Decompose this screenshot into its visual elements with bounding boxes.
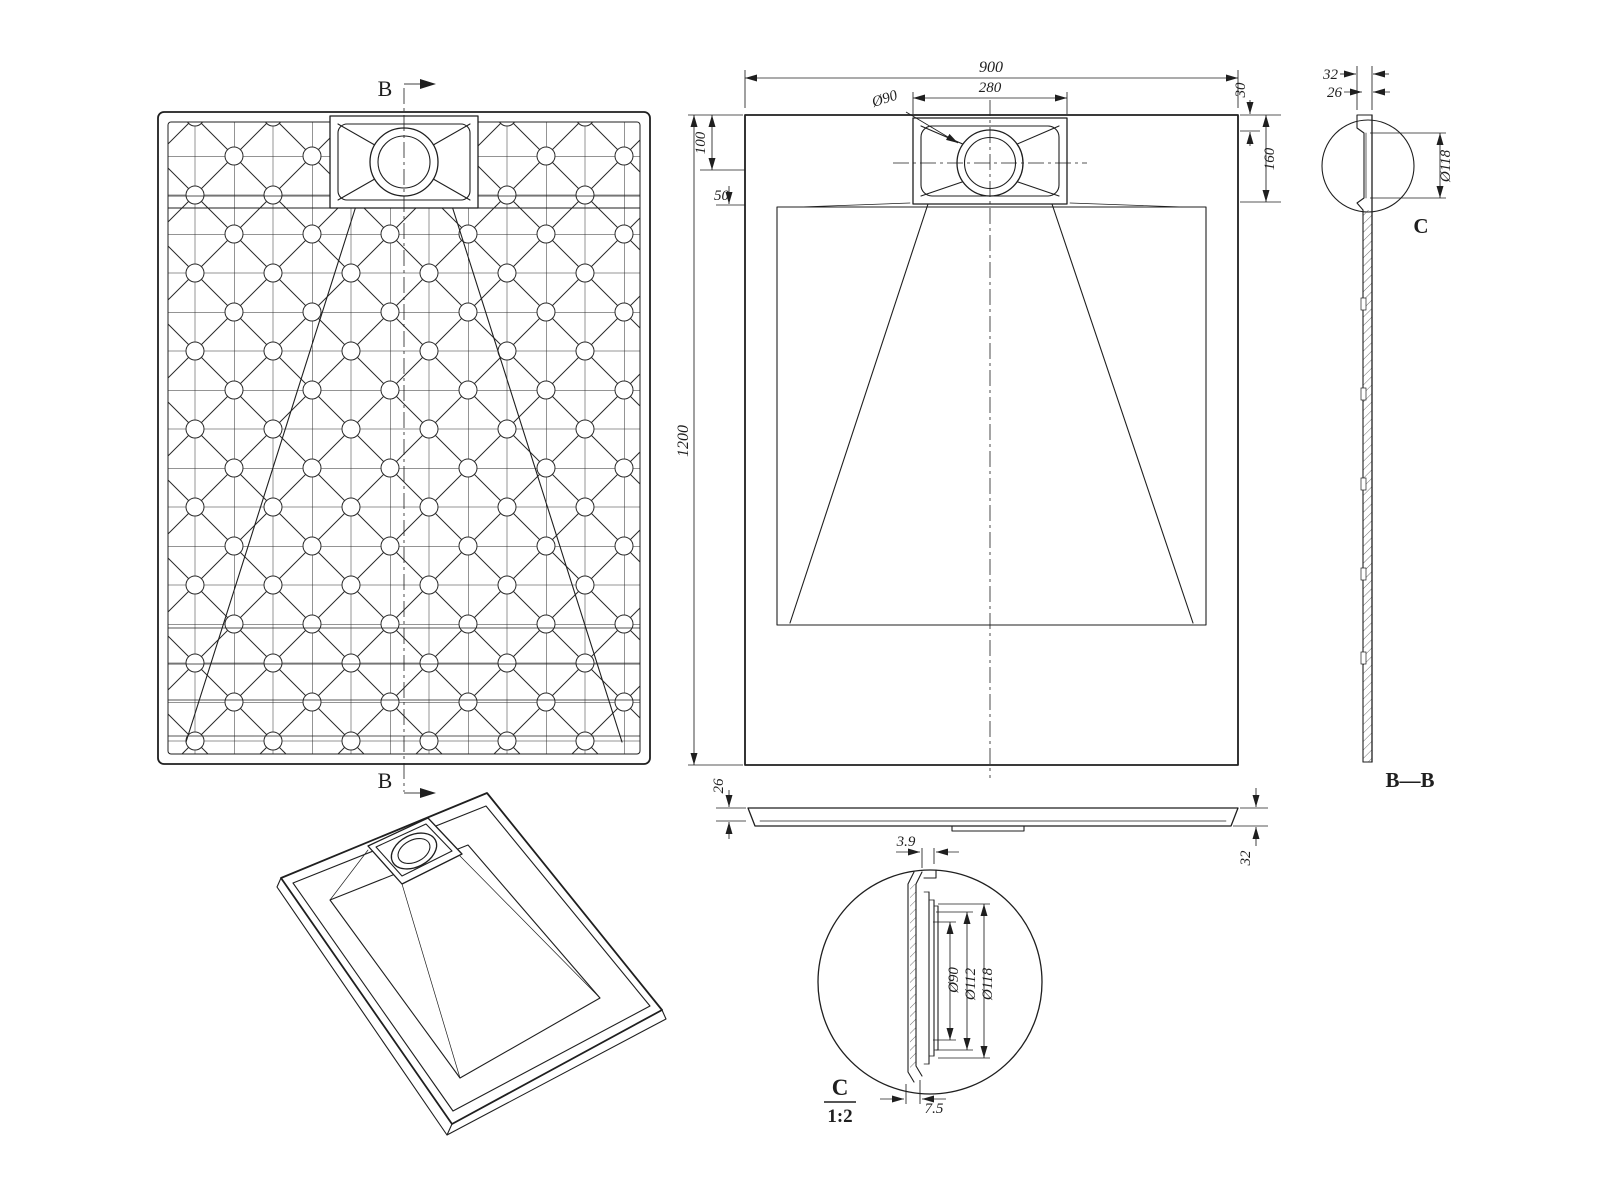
section-drain-flange	[1356, 114, 1373, 211]
dim-30-label: 30	[1233, 82, 1249, 99]
section-marker-bottom: B	[378, 768, 436, 798]
plan-dimensions: 900 280 Ø90 30 100 50	[675, 59, 1281, 766]
dim-900-label: 900	[979, 59, 1003, 76]
iso-top-face	[280, 792, 663, 1125]
dim-d90-plan-label: Ø90	[869, 87, 900, 111]
profile-view: 26 32	[711, 778, 1268, 867]
iso-drain	[367, 817, 463, 885]
section-bb-view: C 32 26 Ø118 B—B	[1321, 66, 1454, 792]
dim-160-label: 160	[1262, 147, 1278, 170]
plan-outline	[744, 114, 1239, 766]
detail-c-callout-circle	[1321, 119, 1415, 213]
iso-thickness-edge	[276, 877, 667, 1136]
plan-view: 900 280 Ø90 30 100 50	[675, 59, 1281, 778]
dim-d90-detail-label: Ø90	[946, 967, 962, 994]
dim-100-label: 100	[693, 131, 709, 154]
iso-drain-ellipse-inner	[397, 837, 431, 865]
dim-50-label: 50	[714, 188, 730, 204]
iso-rim	[292, 805, 651, 1112]
detail-c-title: C	[832, 1075, 849, 1100]
dim-32-profile-label: 32	[1238, 850, 1254, 867]
section-arrow-bottom-icon	[420, 788, 436, 798]
section-arrow-top-icon	[420, 79, 436, 89]
dim-280-label: 280	[979, 80, 1002, 96]
section-marker-top: B	[378, 76, 436, 101]
dim-d118-detail-label: Ø118	[980, 967, 996, 1001]
isometric-view	[276, 792, 667, 1136]
detail-c-circle	[817, 869, 1043, 1095]
dim-26-profile-label: 26	[711, 778, 727, 794]
dim-26-section-label: 26	[1327, 85, 1343, 101]
dim-3-9-label: 3.9	[896, 834, 916, 850]
section-bb-title: B—B	[1385, 768, 1434, 792]
section-marker-top-label: B	[378, 76, 393, 101]
dim-32-section-label: 32	[1322, 67, 1339, 83]
section-marker-bottom-label: B	[378, 768, 393, 793]
dim-d112-detail-label: Ø112	[963, 967, 979, 1001]
dim-d118-section-label: Ø118	[1438, 149, 1454, 183]
dim-1200-label: 1200	[675, 425, 692, 457]
bottom-view: B B	[157, 76, 651, 798]
detail-c-marker-label: C	[1413, 214, 1428, 238]
detail-c-scale: 1:2	[827, 1106, 852, 1127]
profile-outline	[747, 807, 1239, 827]
plan-basin-outline	[776, 206, 1207, 626]
profile-drain-boss	[951, 825, 1025, 832]
dim-7-5-label: 7.5	[925, 1101, 944, 1117]
detail-c-view: 3.9 Ø90 Ø112 Ø118 7.5 C 1:2	[817, 834, 1043, 1127]
